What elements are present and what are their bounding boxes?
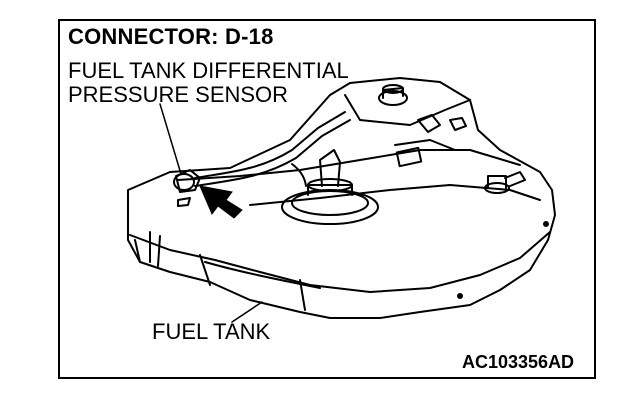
connector-title: CONNECTOR: D-18 — [68, 24, 274, 49]
figure-frame — [58, 19, 596, 379]
sensor-arrow — [199, 185, 243, 219]
figure-code: AC103356AD — [462, 352, 575, 372]
sensor-label-line-2: PRESSURE SENSOR — [68, 82, 289, 107]
fuel-tank-body — [127, 77, 556, 319]
sensor-label: FUEL TANK DIFFERENTIAL PRESSURE SENSOR — [68, 59, 349, 107]
fuel-tank-label: FUEL TANK — [152, 319, 271, 344]
sensor-label-line-1: FUEL TANK DIFFERENTIAL — [68, 58, 349, 83]
